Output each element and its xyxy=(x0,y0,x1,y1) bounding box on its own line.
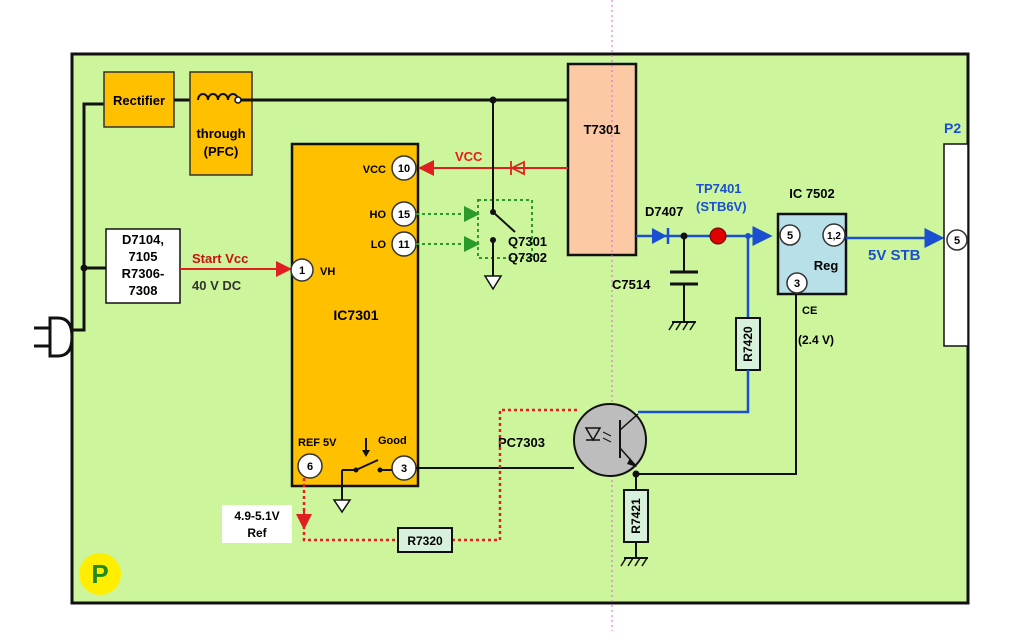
svg-text:REF 5V: REF 5V xyxy=(298,437,337,449)
stb-label: 5V STB xyxy=(868,247,921,264)
svg-text:3: 3 xyxy=(794,278,800,290)
ic7301-label: IC7301 xyxy=(333,307,378,323)
svg-text:HO: HO xyxy=(370,209,387,221)
board-badge xyxy=(79,553,121,595)
vcc-line-label: VCC xyxy=(455,149,483,164)
opto-led-icon xyxy=(584,427,612,443)
svg-text:CE: CE xyxy=(802,305,817,317)
svg-text:5: 5 xyxy=(954,235,960,247)
q7302-label: Q7302 xyxy=(508,250,547,265)
svg-text:3: 3 xyxy=(401,463,407,475)
svg-text:1: 1 xyxy=(299,265,305,277)
tp7401-sub-label: (STB6V) xyxy=(696,199,747,214)
opto-led-feed xyxy=(638,370,750,414)
junction-dot xyxy=(80,264,88,272)
mains-line xyxy=(72,102,104,332)
ce-voltage-label: (2.4 V) xyxy=(798,333,834,347)
svg-text:LO: LO xyxy=(371,239,387,251)
ce-control-line xyxy=(636,294,797,475)
svg-text:VCC: VCC xyxy=(363,164,386,176)
good-switch-icon xyxy=(332,438,392,514)
ref-voltage-sub-label: Ref xyxy=(247,526,267,540)
start-resistors-block xyxy=(105,228,181,304)
r7320-label: R7320 xyxy=(407,534,443,548)
mains-plug-icon xyxy=(34,316,74,358)
ref-loop-left xyxy=(302,478,398,542)
reg-label: Reg xyxy=(814,258,839,273)
ref-voltage-label: 4.9-5.1V xyxy=(234,509,279,523)
start-label-3: R7306- xyxy=(122,266,165,281)
p2-label: P2 xyxy=(944,120,961,136)
svg-text:VH: VH xyxy=(320,266,335,278)
mosfet-group xyxy=(477,199,533,259)
start-label-4: 7308 xyxy=(129,283,158,298)
start-vcc-label: Start Vcc xyxy=(192,251,248,266)
ref-voltage-box xyxy=(222,505,292,543)
svg-text:5: 5 xyxy=(787,230,793,242)
ic7301-block xyxy=(290,142,420,488)
reg-pin-in xyxy=(779,224,801,246)
ground-icon xyxy=(620,557,648,567)
svg-text:11: 11 xyxy=(398,239,410,251)
reg-pin-out xyxy=(822,223,846,247)
svg-text:Good: Good xyxy=(378,435,407,447)
p2-pin xyxy=(946,229,968,251)
opto-transistor-icon xyxy=(619,413,639,467)
q7301-label: Q7301 xyxy=(508,234,547,249)
d7407-label: D7407 xyxy=(645,204,683,219)
start-label-1: D7104, xyxy=(122,232,164,247)
svg-text:10: 10 xyxy=(398,163,410,175)
start-label-2: 7105 xyxy=(129,249,158,264)
reg-pin-ce xyxy=(786,272,808,294)
svg-text:6: 6 xyxy=(307,461,313,473)
tp7401-dot xyxy=(709,227,727,245)
dc-label: 40 V DC xyxy=(192,278,242,293)
d7407-diode-icon xyxy=(652,228,667,244)
ground-icon xyxy=(668,321,696,331)
r7421-label: R7421 xyxy=(629,498,643,534)
board-badge-letter: P xyxy=(91,559,108,589)
ic7502-label: IC 7502 xyxy=(789,186,835,201)
transformer-block xyxy=(566,62,638,257)
rectifier-label: Rectifier xyxy=(113,93,165,108)
r7320-resistor xyxy=(397,527,453,553)
pin-vcc xyxy=(391,155,417,181)
pfc-label-2: (PFC) xyxy=(204,144,239,159)
ground-icon xyxy=(483,275,503,291)
rectifier-block xyxy=(103,71,175,128)
r7420-label: R7420 xyxy=(741,326,755,362)
pin-vh xyxy=(290,258,314,282)
c7514-label: C7514 xyxy=(612,277,651,292)
vcc-diode-icon xyxy=(509,160,525,176)
tp7401-label: TP7401 xyxy=(696,181,742,196)
transformer-label: T7301 xyxy=(584,122,621,137)
svg-text:1,2: 1,2 xyxy=(827,231,841,242)
pfc-block xyxy=(189,71,253,176)
ref-loop-right xyxy=(452,408,578,542)
pc7303-label: PC7303 xyxy=(498,435,545,450)
pfc-label-1: through xyxy=(196,126,245,141)
pin-ref xyxy=(297,453,323,479)
coil-icon xyxy=(197,93,239,101)
svg-text:15: 15 xyxy=(398,209,410,221)
